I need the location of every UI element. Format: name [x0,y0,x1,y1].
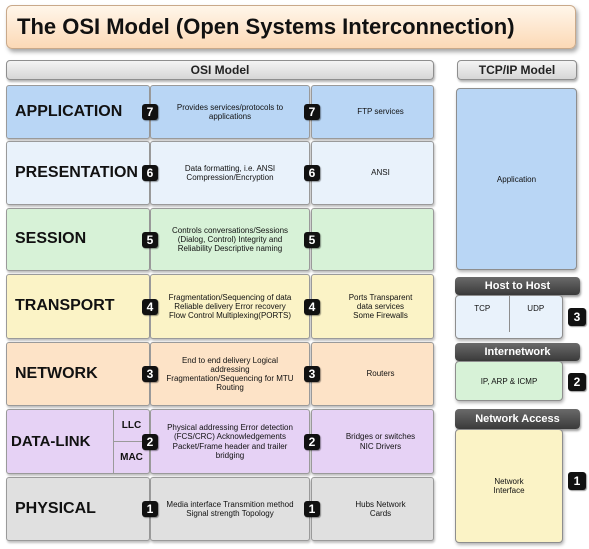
diagram-title: The OSI Model (Open Systems Interconnect… [17,14,515,39]
layer-examples: Routers [311,342,434,406]
tcpip-header: TCP/IP Model [457,60,577,80]
layer-session: SESSION [6,208,150,271]
layer-examples-text: FTP services [357,107,404,117]
layer-examples: FTP services [311,85,434,139]
layer-examples: Ports Transparent data services Some Fir… [311,274,434,339]
layer-description: Controls conversations/Sessions (Dialog,… [150,208,310,271]
internetwork-label: IP, ARP & ICMP [480,376,538,386]
layer-network: NETWORK [6,342,150,406]
layer-number-badge: 1 [142,501,158,517]
number-badge: 2 [568,373,586,391]
number-badge: 3 [568,308,586,326]
layer-description: Fragmentation/Sequencing of data Reliabl… [150,274,310,339]
sublayer-mac: MAC [113,441,149,473]
host-to-host-header: Host to Host [455,277,580,295]
layer-name: APPLICATION [15,102,123,120]
layer-examples: Bridges or switches NIC Drivers [311,409,434,474]
layer-examples [311,208,434,271]
layer-number-badge: 6 [142,165,158,181]
layer-description-text: Media interface Transmition method Signa… [166,499,294,518]
network-access-header-label: Network Access [475,413,560,425]
network-access-box: Network Interface [455,429,563,543]
layer-examples: Hubs Network Cards [311,477,434,541]
layer-number-badge: 4 [304,298,320,315]
layer-name: TRANSPORT [15,297,115,315]
layer-name: DATA-LINK [11,432,91,450]
tcpip-application-label: Application [496,174,537,184]
layer-description-text: Physical addressing Error detection (FCS… [167,423,293,460]
divider [508,296,510,332]
layer-description-text: Fragmentation/Sequencing of data Reliabl… [168,292,292,321]
layer-number-badge: 4 [142,298,158,315]
network-access-header: Network Access [455,409,580,429]
title-banner: The OSI Model (Open Systems Interconnect… [6,5,576,49]
internetwork-box: IP, ARP & ICMP [455,361,563,401]
layer-name: PRESENTATION [15,163,138,181]
udp-label: UDP [527,304,545,313]
tcp-label: TCP [474,304,491,313]
layer-examples-text: Bridges or switches NIC Drivers [345,432,416,451]
network-interface-label: Network Interface [493,477,525,495]
layer-number-badge: 2 [142,433,158,450]
layer-number-badge: 7 [304,104,320,120]
layer-description-text: Controls conversations/Sessions (Dialog,… [171,225,289,254]
layer-physical: PHYSICAL [6,477,150,541]
osi-header: OSI Model [6,60,434,80]
layer-presentation: PRESENTATION [6,141,150,205]
tcpip-application: Application [456,88,577,270]
layer-examples: ANSI [311,141,434,205]
layer-number-badge: 1 [304,501,320,517]
layer-description: End to end delivery Logical addressing F… [150,342,310,406]
internetwork-header: Internetwork [455,343,580,361]
layer-application: APPLICATION [6,85,150,139]
layer-number-badge: 3 [142,366,158,382]
layer-number-badge: 5 [142,231,158,248]
layer-description: Provides services/protocols to applicati… [150,85,310,139]
layer-description-text: Data formatting, i.e. ANSI Compression/E… [184,163,276,182]
layer-description-text: End to end delivery Logical addressing F… [166,355,294,393]
layer-examples-text: ANSI [371,168,390,178]
layer-name: NETWORK [15,364,98,382]
tcpip-header-label: TCP/IP Model [478,63,556,77]
layer-name: PHYSICAL [15,499,96,517]
sublayer-llc: LLC [113,410,149,441]
layer-number-badge: 3 [304,366,320,382]
layer-number-badge: 7 [142,104,158,120]
host-to-host-header-label: Host to Host [484,280,551,292]
internetwork-header-label: Internetwork [484,346,551,358]
layer-name: SESSION [15,230,87,248]
osi-header-label: OSI Model [190,63,250,77]
layer-description-text: Provides services/protocols to applicati… [176,102,284,121]
number-badge: 1 [568,472,586,490]
layer-description: Physical addressing Error detection (FCS… [150,409,310,474]
layer-number-badge: 6 [304,165,320,181]
layer-description: Data formatting, i.e. ANSI Compression/E… [150,141,310,205]
host-to-host-box: TCP UDP [455,295,563,339]
layer-number-badge: 5 [304,231,320,248]
layer-examples-text: Ports Transparent data services Some Fir… [348,292,413,321]
layer-examples-text: Hubs Network Cards [355,499,406,518]
layer-number-badge: 2 [304,433,320,450]
layer-examples-text: Routers [366,369,395,379]
layer-transport: TRANSPORT [6,274,150,339]
layer-description: Media interface Transmition method Signa… [150,477,310,541]
